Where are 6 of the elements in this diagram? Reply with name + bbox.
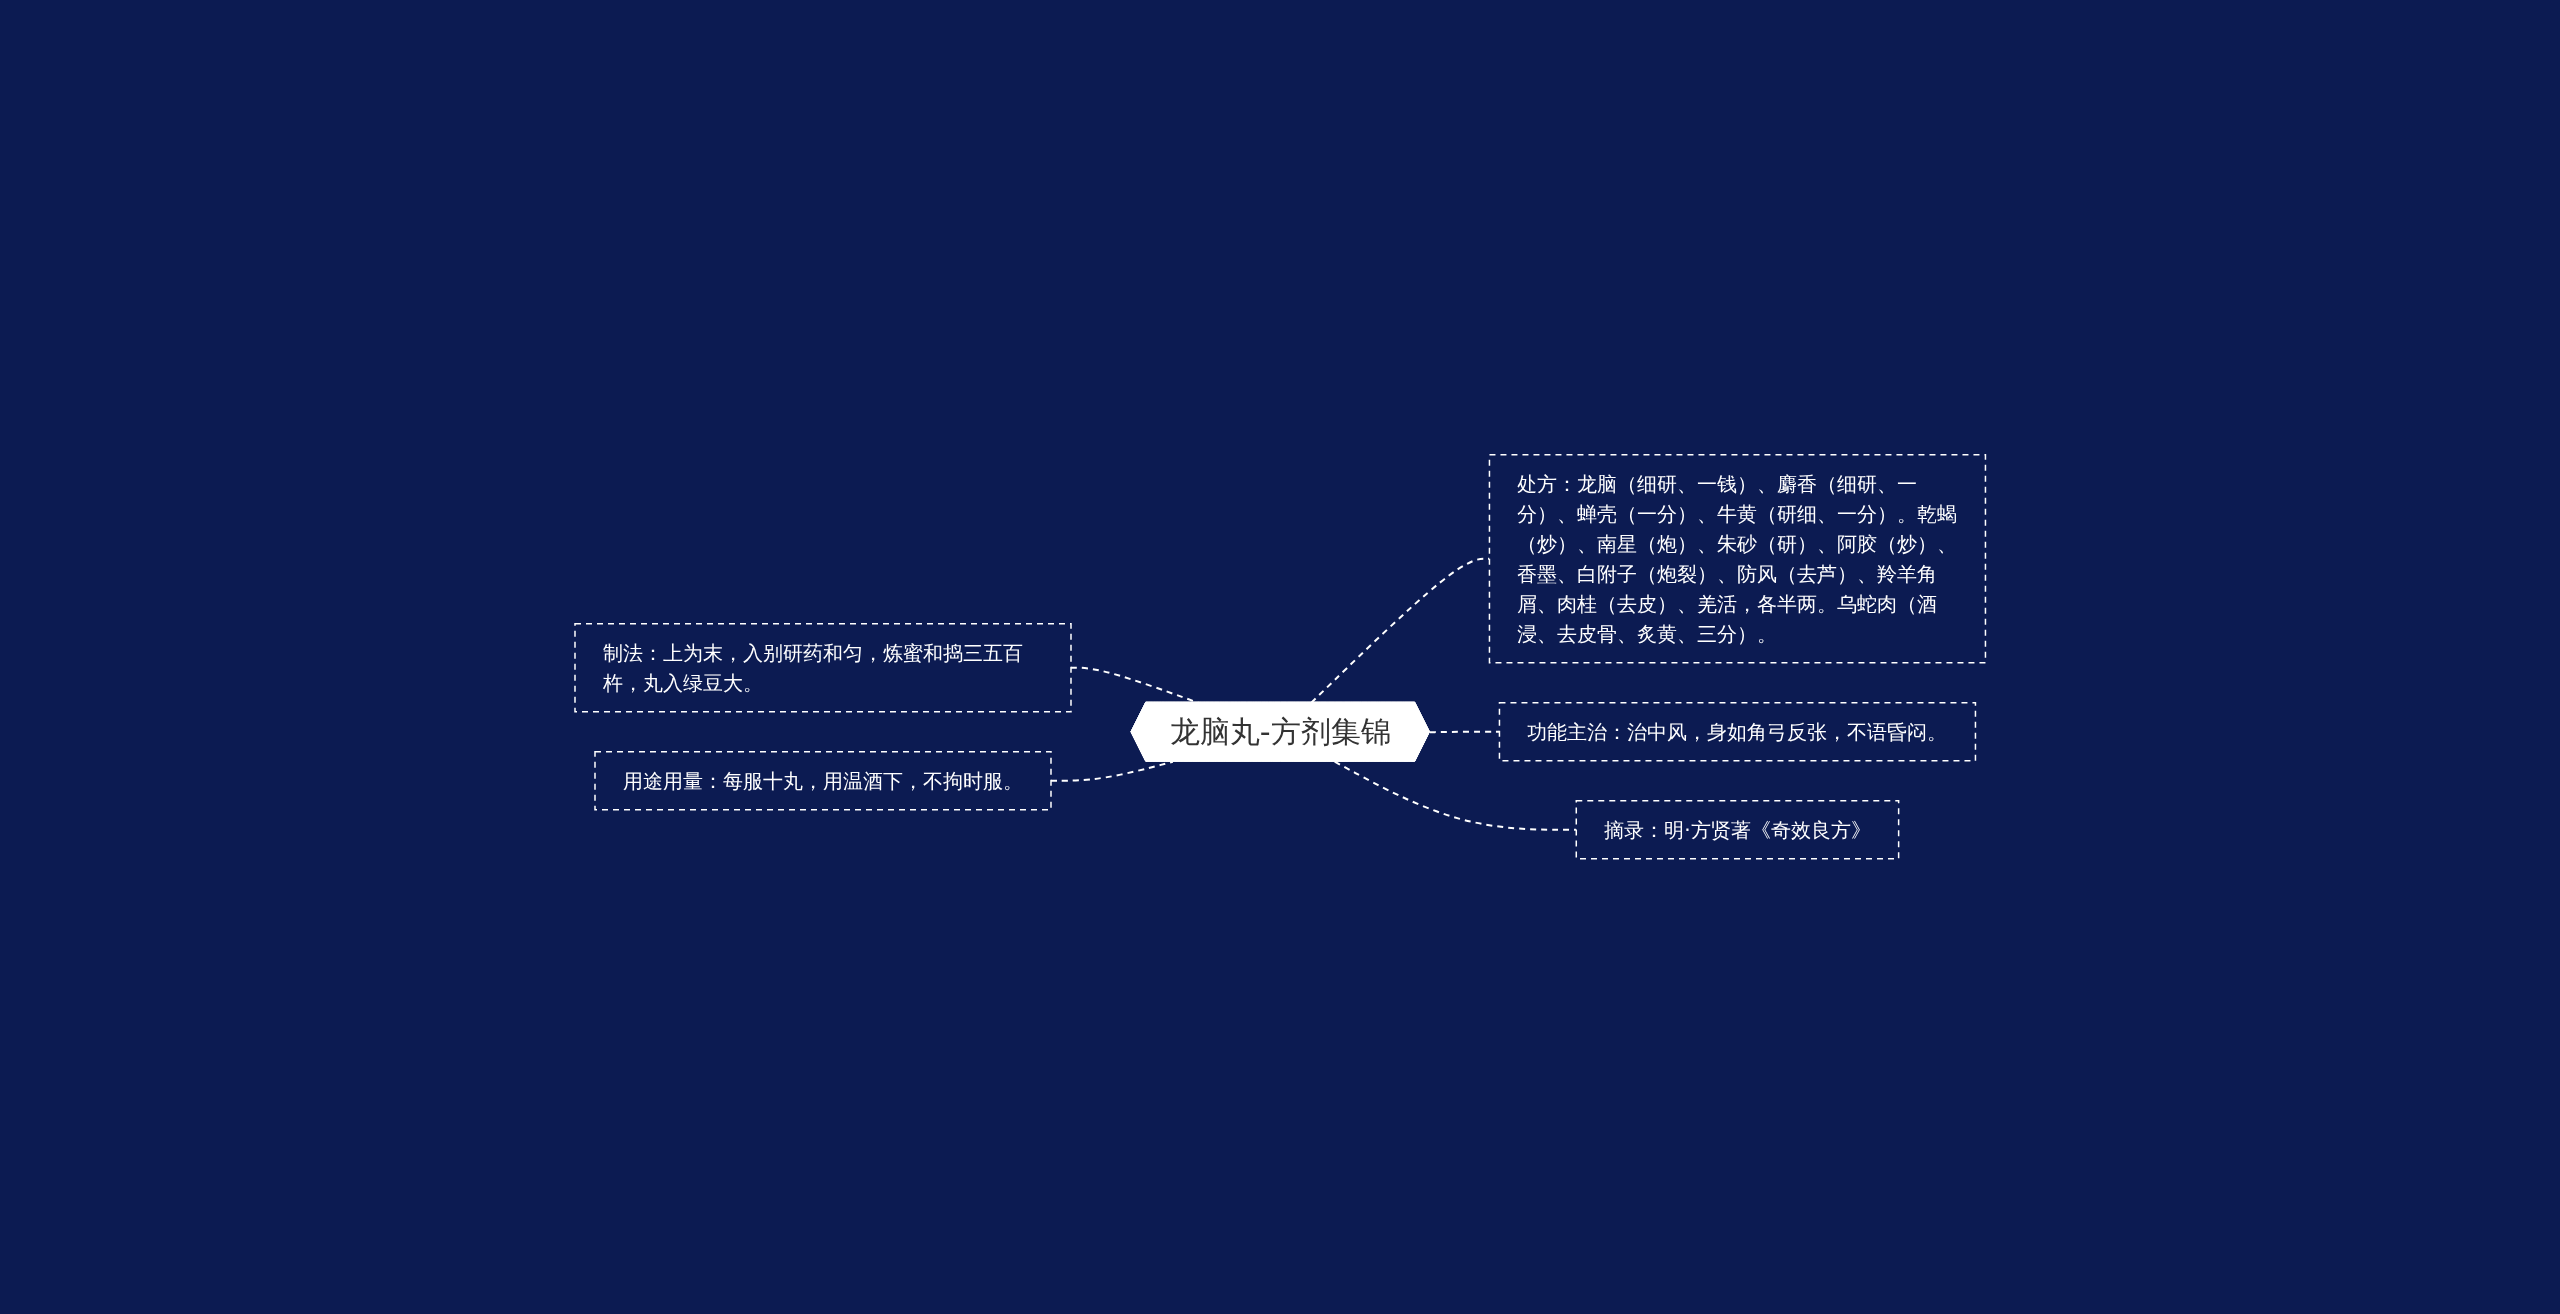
node-box: 用途用量：每服十丸，用温酒下，不拘时服。	[594, 751, 1052, 811]
node-box: 功能主治：治中风，身如角弓反张，不语昏闷。	[1498, 702, 1976, 762]
node-box: 摘录：明·方贤著《奇效良方》	[1575, 800, 1900, 860]
node-box: 处方：龙脑（细研、一钱）、麝香（细研、一分）、蝉壳（一分）、牛黄（研细、一分）。乾蝎（炒）、南星（炮）、朱砂（研）、阿胶（炒）、香墨、白附子（炮裂）、防风（去芦）、羚羊角屑、肉桂（去皮）、羌活，各半两。乌蛇肉（酒浸、去皮骨、炙黄、三分）。	[1488, 454, 1986, 664]
connector	[1333, 761, 1578, 831]
node-box: 制法：上为末，入别研药和匀，炼蜜和捣三五百杵，丸入绿豆大。	[574, 623, 1072, 713]
